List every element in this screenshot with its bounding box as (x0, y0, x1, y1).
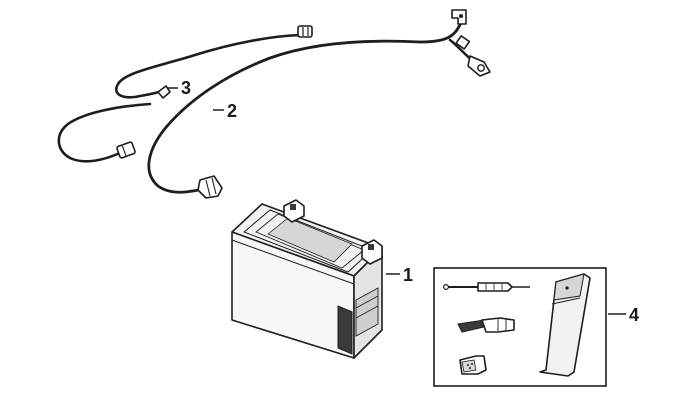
callout-2: 2 (213, 101, 237, 121)
battery[interactable] (231, 199, 383, 359)
short-cable-hook-terminal-icon (157, 85, 171, 99)
short-cable-top-terminal-icon (297, 25, 313, 38)
manual-pouch-icon (539, 273, 591, 377)
short-cable-assembly[interactable] (57, 25, 313, 163)
battery-left-terminal-icon (283, 199, 305, 223)
callout-1-label: 1 (403, 265, 413, 285)
short-cable-wire-inner (115, 34, 301, 98)
main-cable-assembly[interactable] (147, 9, 491, 199)
main-cable-wire-inner (148, 19, 463, 193)
main-cable-bracket-icon (451, 9, 467, 25)
callout-3: 3 (168, 78, 191, 98)
battery-right-terminal-icon (361, 239, 383, 265)
callout-1: 1 (386, 265, 413, 285)
short-cable-lower-wire-inner (58, 103, 151, 162)
tie-strap-icon (443, 282, 530, 292)
main-cable-ring-terminal-icon (455, 35, 491, 77)
main-cable-wire (147, 18, 464, 194)
connector-icon (457, 317, 515, 333)
callout-3-label: 3 (181, 78, 191, 98)
plug-cap-icon (459, 355, 487, 375)
short-cable-bottom-terminal-icon (116, 141, 136, 159)
short-cable-wire (115, 33, 302, 99)
battery-icon (231, 199, 383, 359)
callout-4: 4 (608, 305, 639, 325)
short-cable-lower-wire (57, 102, 152, 163)
callout-2-label: 2 (227, 101, 237, 121)
callout-4-label: 4 (629, 305, 639, 325)
accessory-kit[interactable] (433, 267, 607, 387)
main-cable-bottom-terminal-icon (197, 175, 223, 199)
